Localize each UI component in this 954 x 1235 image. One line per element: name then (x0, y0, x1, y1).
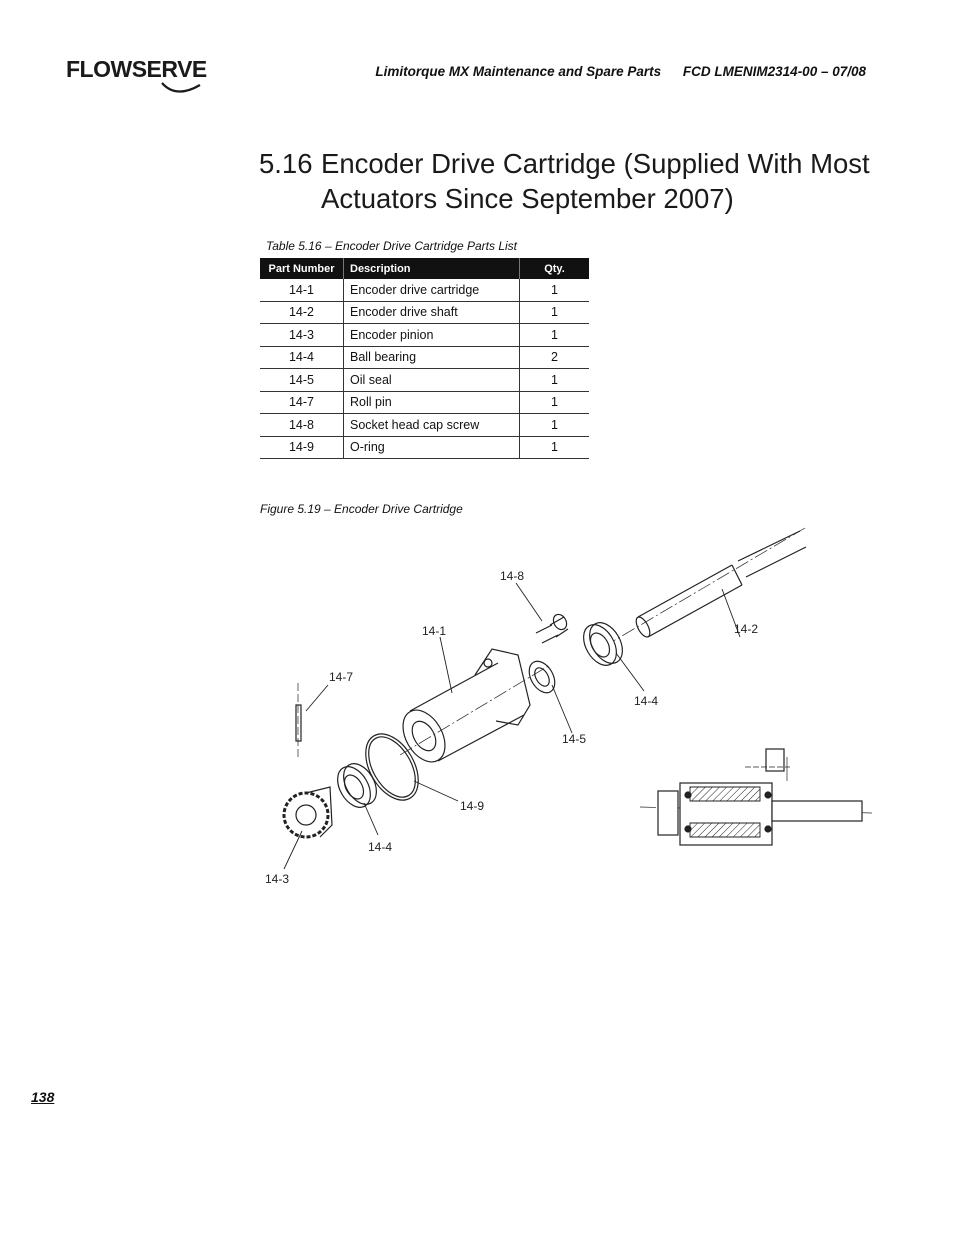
description-cell: Socket head cap screw (343, 413, 520, 437)
qty-cell: 1 (519, 391, 589, 414)
qty-cell: 1 (519, 301, 589, 324)
table-header-row: Part Number Description Qty. (260, 258, 589, 279)
header-title: Limitorque MX Maintenance and Spare Part… (375, 64, 662, 79)
parts-table: Part Number Description Qty. 14-1 Encode… (260, 258, 589, 459)
description-cell: Encoder drive shaft (343, 301, 520, 324)
page-number: 138 (31, 1089, 55, 1105)
description-cell: Roll pin (343, 391, 520, 414)
flowserve-logo: FLOWSERVE (66, 55, 207, 95)
encoder-drive-cartridge-drawing: 14-8 14-1 14-2 14-7 14-4 14-5 14-9 14-4 … (265, 527, 873, 886)
ball-bearing-upper-part (583, 622, 623, 666)
oil-seal-part (528, 660, 556, 694)
cap-screw-part (535, 613, 569, 644)
description-cell: Encoder pinion (343, 323, 520, 347)
section-number: 5.16 (259, 148, 313, 179)
label-14-8: 14-8 (500, 569, 524, 583)
qty-cell: 1 (519, 368, 589, 392)
label-14-9: 14-9 (460, 799, 484, 813)
col-qty: Qty. (519, 258, 589, 279)
description-cell: Oil seal (343, 368, 520, 392)
part-number-cell: 14-5 (260, 368, 344, 392)
table-row: 14-1 Encoder drive cartridge 1 (260, 279, 589, 302)
label-14-4-lower: 14-4 (368, 840, 392, 854)
cartridge-section-view (639, 748, 873, 846)
table-row: 14-2 Encoder drive shaft 1 (260, 301, 589, 324)
table-row: 14-4 Ball bearing 2 (260, 346, 589, 369)
description-cell: O-ring (343, 436, 520, 459)
qty-cell: 1 (519, 279, 589, 302)
description-cell: Encoder drive cartridge (343, 279, 520, 302)
part-number-cell: 14-8 (260, 413, 344, 437)
ball-bearing-lower-part (337, 763, 377, 808)
figure-caption: Figure 5.19 – Encoder Drive Cartridge (260, 502, 463, 516)
part-number-cell: 14-3 (260, 323, 344, 347)
logo-swoosh-icon (161, 82, 201, 93)
section-heading: Encoder Drive Cartridge (Supplied With M… (321, 148, 870, 214)
label-14-7: 14-7 (329, 670, 353, 684)
part-number-cell: 14-2 (260, 301, 344, 324)
qty-cell: 2 (519, 346, 589, 369)
table-caption: Table 5.16 – Encoder Drive Cartridge Par… (266, 239, 518, 253)
header-code: FCD LMENIM2314-00 – 07/08 (682, 64, 866, 79)
table-row: 14-8 Socket head cap screw 1 (260, 413, 589, 437)
label-14-1: 14-1 (422, 624, 446, 638)
label-14-3: 14-3 (265, 872, 289, 886)
col-description: Description (343, 258, 520, 279)
part-number-cell: 14-4 (260, 346, 344, 369)
encoder-pinion-part (282, 786, 333, 839)
qty-cell: 1 (519, 323, 589, 347)
part-number-cell: 14-9 (260, 436, 344, 459)
qty-cell: 1 (519, 413, 589, 437)
table-row: 14-3 Encoder pinion 1 (260, 323, 589, 347)
table-row: 14-9 O-ring 1 (260, 436, 589, 459)
drive-shaft-part (609, 527, 807, 644)
label-14-4-upper: 14-4 (634, 694, 658, 708)
description-cell: Ball bearing (343, 346, 520, 369)
table-row: 14-7 Roll pin 1 (260, 391, 589, 414)
part-number-cell: 14-1 (260, 279, 344, 302)
table-row: 14-5 Oil seal 1 (260, 368, 589, 392)
drive-cartridge-part (399, 648, 551, 763)
roll-pin-part (295, 683, 302, 757)
label-14-5: 14-5 (562, 732, 586, 746)
qty-cell: 1 (519, 436, 589, 459)
label-14-2: 14-2 (734, 622, 758, 636)
logo-text: FLOWSERVE (66, 56, 207, 82)
part-number-cell: 14-7 (260, 391, 344, 414)
col-part-number: Part Number (260, 258, 344, 279)
running-header: Limitorque MX Maintenance and Spare Part… (375, 64, 866, 79)
